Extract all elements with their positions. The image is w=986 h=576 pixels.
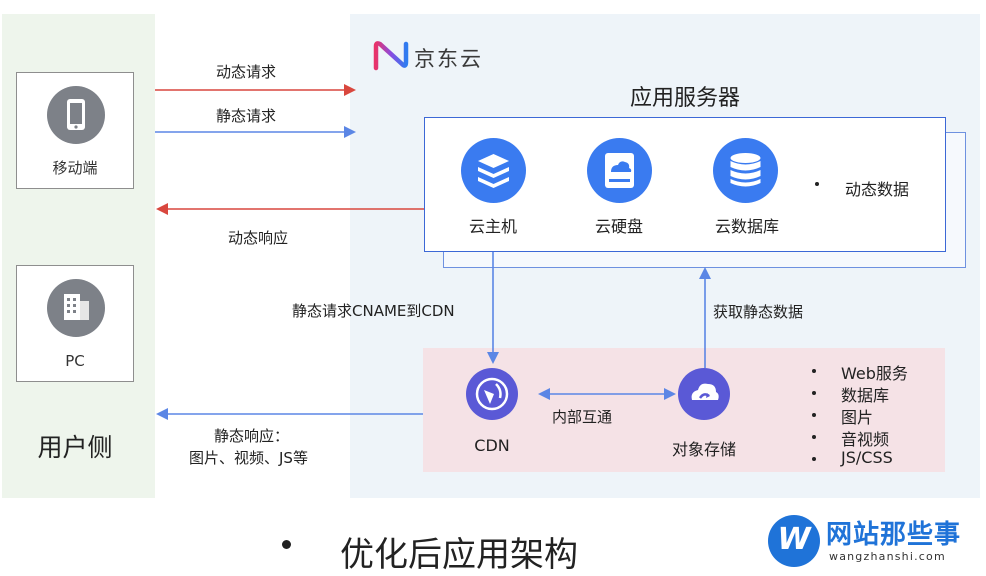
diagram-caption: 优化后应用架构 — [340, 535, 578, 575]
storage-item-av: 音视频 — [841, 430, 890, 449]
mobile-label: 移动端 — [52, 159, 98, 177]
user-side-label: 用户侧 — [37, 433, 113, 462]
pc-device-box: PC — [16, 265, 134, 382]
object-storage-label: 对象存储 — [671, 440, 736, 459]
cdn-globe-icon — [466, 368, 518, 420]
cloud-disk-icon — [587, 138, 652, 203]
storage-bullet-dot — [812, 435, 816, 439]
object-storage-icon — [678, 368, 730, 420]
mobile-device-box: 移动端 — [16, 72, 134, 189]
static-response-label-2: 图片、视频、JS等 — [189, 449, 308, 467]
static-request-label: 静态请求 — [216, 107, 277, 125]
service-label-disk: 云硬盘 — [594, 217, 643, 236]
database-icon — [713, 138, 778, 203]
dynamic-response-arrowhead — [156, 203, 168, 215]
dynamic-data-label: 动态数据 — [845, 180, 910, 199]
storage-item-web: Web服务 — [841, 364, 908, 383]
cdn-label: CDN — [474, 436, 510, 455]
service-label-db: 云数据库 — [714, 217, 779, 236]
storage-item-jscss: JS/CSS — [841, 448, 893, 467]
service-label-vm: 云主机 — [468, 217, 517, 236]
storage-item-db: 数据库 — [841, 386, 890, 405]
mobile-phone-icon — [47, 86, 105, 144]
static-response-arrowhead — [156, 408, 168, 420]
watermark-logo-icon — [768, 515, 820, 567]
app-server-title: 应用服务器 — [629, 86, 740, 111]
storage-item-images: 图片 — [841, 408, 874, 427]
fetch-static-label: 获取静态数据 — [713, 303, 804, 321]
dynamic-data-bullet-dot — [815, 182, 819, 186]
cname-label: 静态请求CNAME到CDN — [292, 302, 455, 320]
jdcloud-brand-name: 京东云 — [414, 47, 483, 71]
storage-bullet-dot — [812, 369, 816, 373]
watermark-domain: wangzhanshi.com — [829, 550, 946, 563]
jdcloud-logo-icon — [372, 40, 412, 76]
pc-server-icon — [47, 279, 105, 337]
watermark-logo-letter: W — [777, 522, 811, 557]
pc-label: PC — [65, 352, 85, 370]
internal-label: 内部互通 — [552, 408, 613, 426]
storage-bullet-dot — [812, 457, 816, 461]
dynamic-response-label: 动态响应 — [228, 229, 289, 247]
caption-bullet-dot — [282, 540, 291, 549]
watermark-title: 网站那些事 — [826, 520, 962, 550]
dynamic-request-label: 动态请求 — [216, 63, 277, 81]
static-response-label-1: 静态响应： — [214, 427, 290, 445]
storage-bullet-dot — [812, 413, 816, 417]
server-stack-icon — [461, 138, 526, 203]
storage-bullet-dot — [812, 391, 816, 395]
